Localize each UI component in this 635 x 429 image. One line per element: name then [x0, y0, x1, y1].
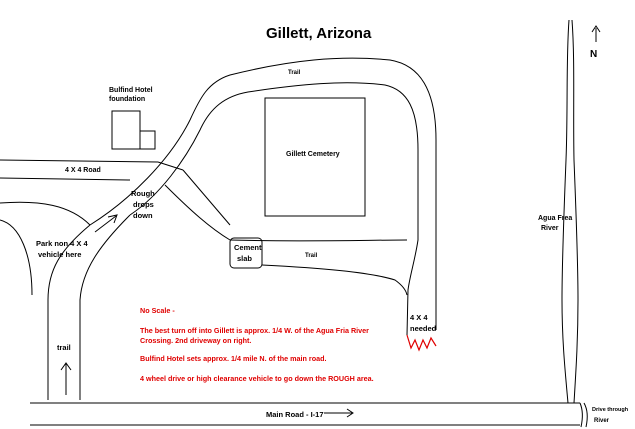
lower-trail-top — [229, 239, 408, 242]
rough-arrow — [94, 214, 118, 233]
outer-loop-outer — [89, 57, 437, 330]
trail-left-label: trail — [57, 343, 71, 352]
left-arrow-up — [60, 362, 72, 395]
cement-label-line2: slab — [237, 254, 252, 263]
hotel-foundation-annex — [139, 130, 156, 150]
trail-right-edge — [79, 214, 131, 400]
cemetery-label: Gillett Cemetery — [286, 151, 340, 158]
four-by-four-road-label: 4 X 4 Road — [65, 167, 101, 174]
trail-left-edge — [47, 224, 91, 400]
hotel-label-line2: foundation — [109, 96, 145, 103]
four-by-four-road-top — [0, 159, 159, 163]
rough-label-line3: down — [133, 211, 153, 220]
hotel-note: Bulfind Hotel sets approx. 1/4 mile N. o… — [140, 354, 327, 363]
cement-slab-box — [229, 237, 263, 269]
hotel-label-line1: Bulfind Hotel — [109, 87, 153, 94]
cement-label-line1: Cement — [234, 243, 262, 252]
trail-top-label: Trail — [288, 70, 301, 76]
park-label-line2: vehicle here — [38, 250, 81, 259]
north-label: N — [590, 49, 597, 60]
river-label-line2: River — [541, 225, 559, 232]
four-by-four-needed-zigzag — [406, 334, 437, 352]
map-title: Gillett, Arizona — [266, 25, 372, 42]
cemetery-boundary — [264, 97, 366, 217]
river-crossing-left — [579, 402, 583, 428]
vehicle-note: 4 wheel drive or high clearance vehicle … — [140, 374, 374, 383]
river-left-bank — [561, 19, 570, 404]
drive-through-line1: Drive through — [592, 407, 629, 413]
rough-label-line2: drops — [133, 200, 154, 209]
turnoff-note-line1: The best turn off into Gillett is approx… — [140, 326, 369, 335]
rough-label-line1: Rough — [131, 189, 155, 198]
north-arrow — [591, 25, 601, 42]
inner-trail-top — [157, 161, 184, 171]
four-by-four-road-bottom — [0, 177, 131, 181]
river-crossing-right — [583, 402, 588, 428]
park-label-line1: Park non 4 X 4 — [36, 239, 89, 248]
turnoff-note-line2: Crossing. 2nd driveway on right. — [140, 336, 251, 345]
drive-through-line2: River — [594, 418, 610, 424]
needed-label-line2: needed — [410, 324, 437, 333]
west-connector-top — [0, 201, 91, 226]
outer-loop-inner — [129, 82, 419, 336]
hotel-foundation-main — [111, 110, 141, 150]
inner-trail-lower — [164, 184, 231, 241]
needed-label-line1: 4 X 4 — [410, 313, 428, 322]
river-right-bank — [571, 19, 579, 404]
main-road-label: Main Road - I-17 — [266, 410, 324, 419]
west-connector-bottom — [0, 219, 33, 296]
lower-trail-bottom — [261, 264, 408, 296]
no-scale-note: No Scale - — [140, 306, 175, 315]
main-road-arrow — [324, 408, 354, 418]
inner-trail-mid — [182, 169, 231, 226]
trail-mid-label: Trail — [305, 253, 318, 259]
river-label-line1: Agua Frea — [538, 215, 572, 222]
